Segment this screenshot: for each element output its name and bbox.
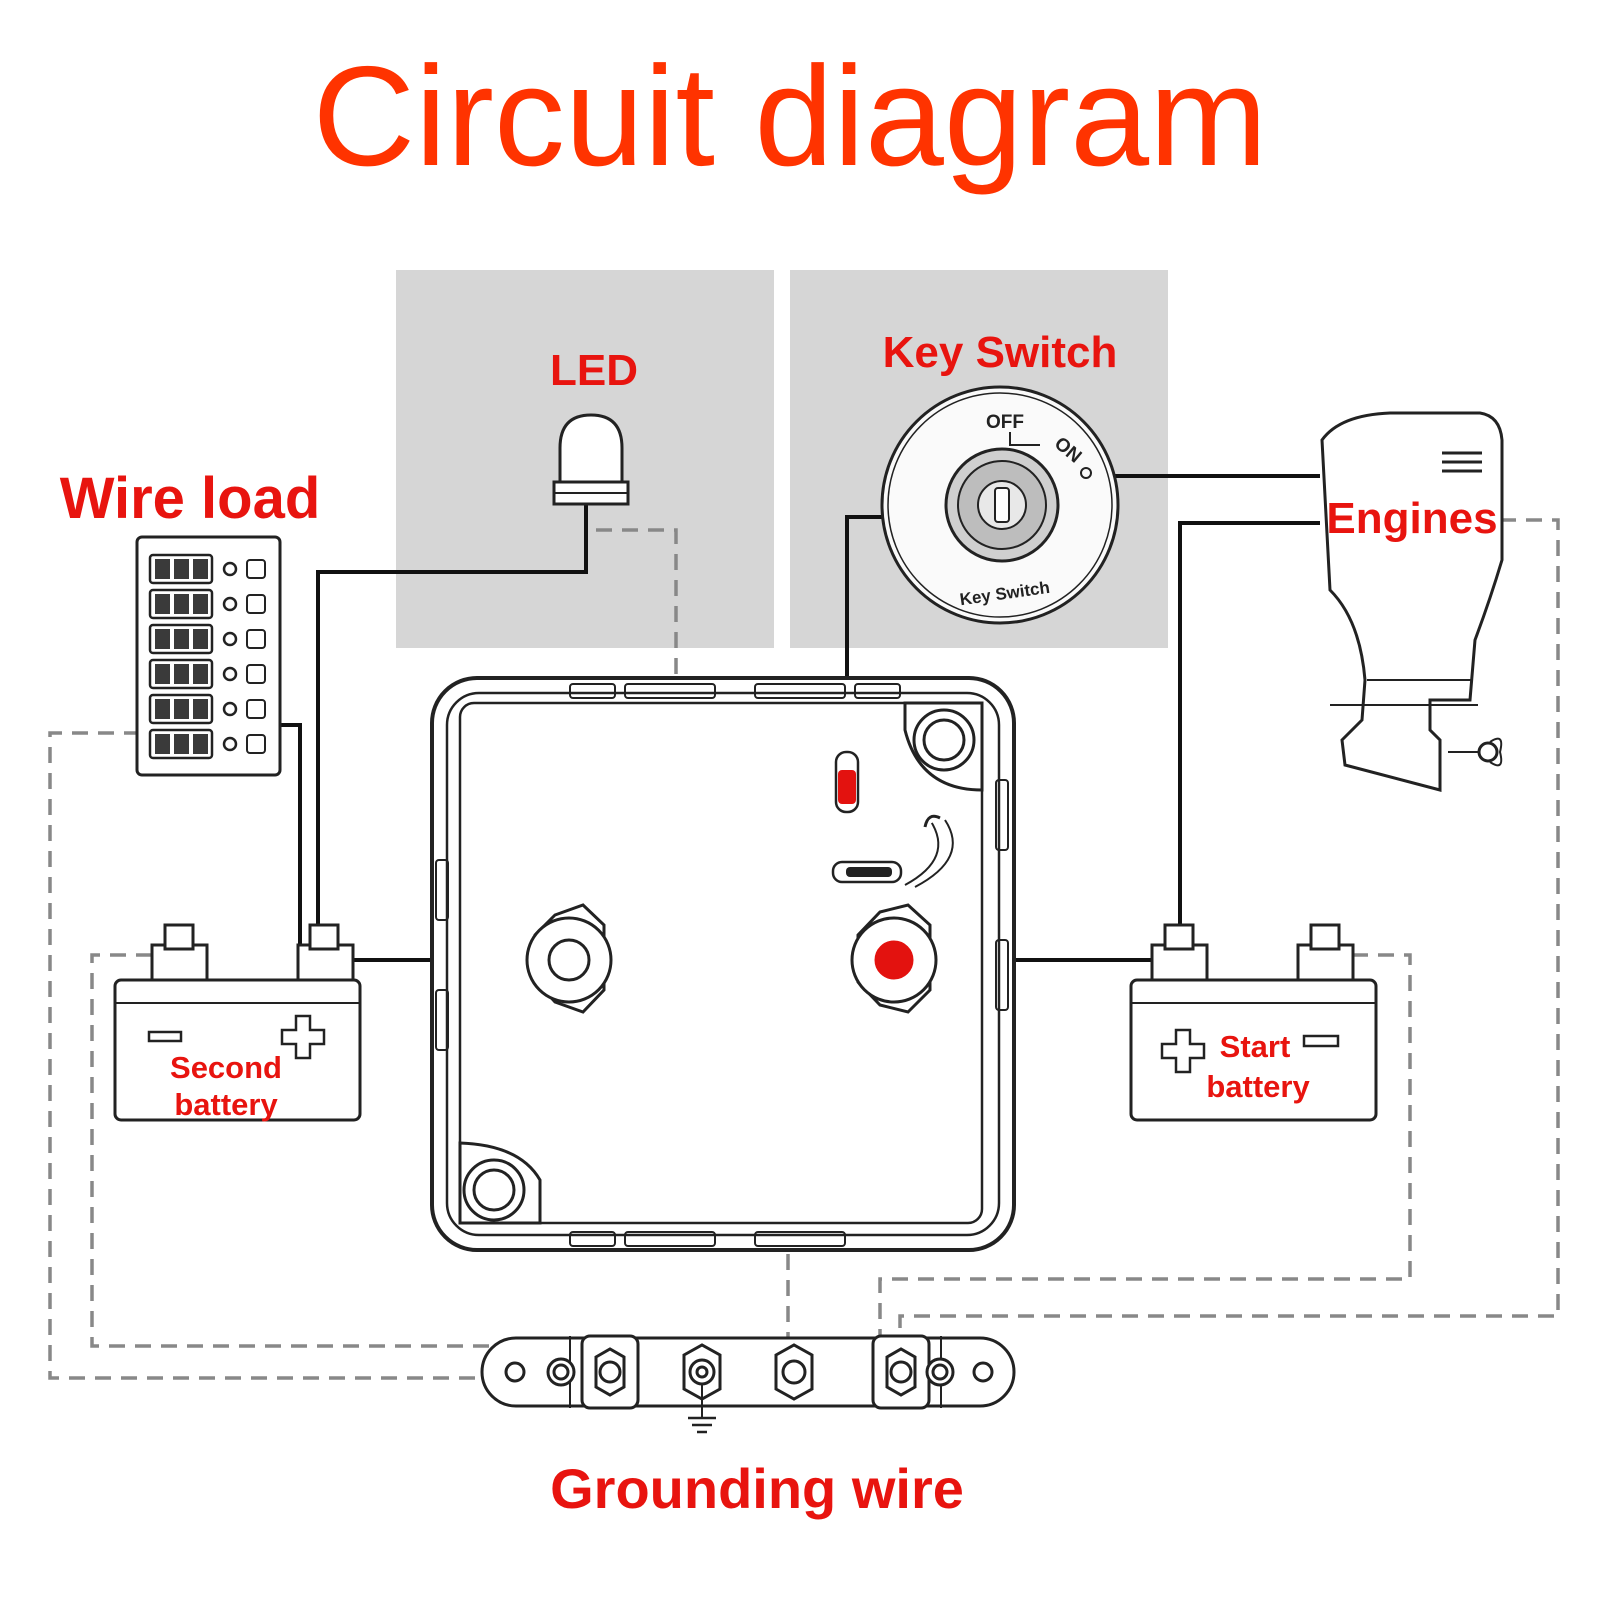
- key-switch-icon: OFF ON Key Switch: [880, 385, 1120, 625]
- wire-load-label: Wire load: [60, 466, 321, 531]
- engines-label: Engines: [1326, 494, 1497, 543]
- start-battery: Start battery: [1129, 923, 1378, 1122]
- ground-symbol-icon: [688, 1384, 716, 1434]
- rocker-switch: [148, 693, 266, 725]
- grounding-wire-label: Grounding wire: [550, 1457, 964, 1520]
- rocker-switch: [148, 553, 266, 585]
- engine-icon: [1320, 411, 1504, 792]
- led-label: LED: [550, 346, 638, 395]
- second-battery-label-line1: Second: [170, 1050, 282, 1085]
- rocker-switch: [148, 623, 266, 655]
- second-battery: Second battery: [113, 923, 362, 1122]
- diagram-title: Circuit diagram: [313, 37, 1268, 196]
- rocker-switch: [148, 658, 266, 690]
- key-switch-label: Key Switch: [883, 328, 1118, 377]
- ground-bus-bar: [480, 1334, 1016, 1410]
- switch-panel-icon: [135, 535, 282, 777]
- led-icon: [552, 413, 630, 506]
- rocker-switch: [148, 728, 266, 760]
- battery-isolator-relay: [430, 676, 1016, 1252]
- key-switch-off-text: OFF: [986, 412, 1024, 433]
- rocker-switch: [148, 588, 266, 620]
- start-battery-label-line2: battery: [1206, 1069, 1310, 1104]
- second-battery-label-line2: battery: [174, 1087, 278, 1122]
- start-battery-label-line1: Start: [1220, 1029, 1291, 1064]
